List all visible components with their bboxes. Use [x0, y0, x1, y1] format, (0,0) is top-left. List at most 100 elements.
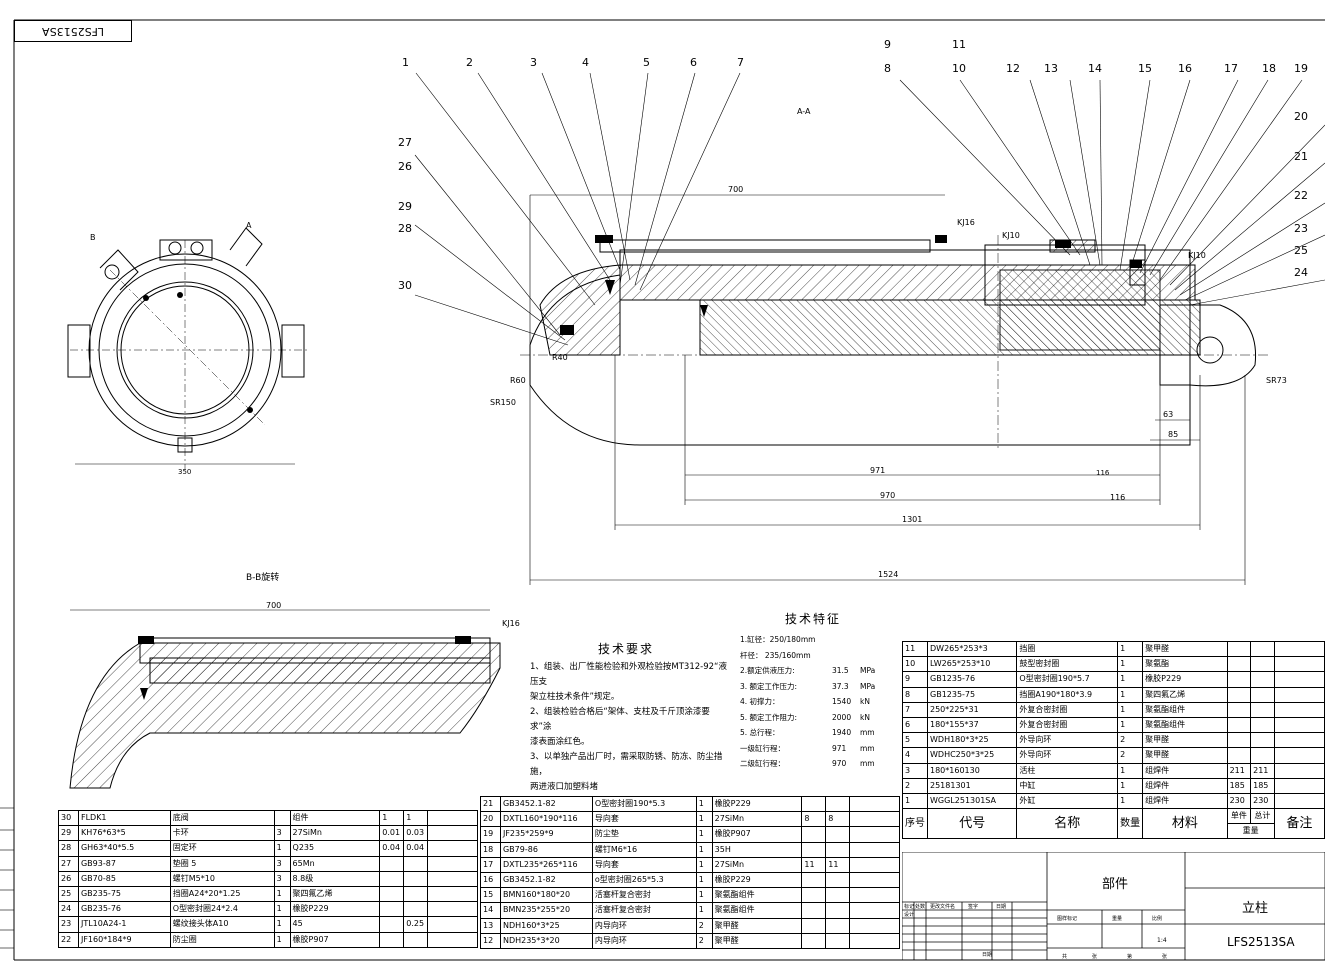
- bom-cell: 185: [1226, 777, 1252, 794]
- bom-cell: 1: [379, 809, 405, 827]
- bom-cell: [427, 901, 478, 918]
- balloon-20: 20: [1294, 110, 1308, 123]
- bom-cell: 聚甲醛: [711, 932, 803, 949]
- main-section-view: 700 971 970 1301 1524 63 85 116 116 R40 …: [414, 72, 1325, 585]
- bom-cell: GB70-85: [77, 870, 171, 887]
- bom-cell: 16: [480, 871, 501, 889]
- svg-text:共: 共: [1062, 953, 1067, 960]
- tech-spec-title: 技术特征: [785, 612, 842, 626]
- bom-cell: [1273, 777, 1325, 794]
- bom-cell: [801, 932, 827, 949]
- radius-r40: R40: [552, 353, 568, 362]
- balloon-3: 3: [530, 56, 537, 69]
- title-code: LFS2513SA: [1227, 935, 1295, 949]
- dim-116b: 116: [1096, 469, 1110, 477]
- balloon-24: 24: [1294, 266, 1308, 279]
- balloon-19: 19: [1294, 62, 1308, 75]
- balloon-5: 5: [643, 56, 650, 69]
- label-kj10-a: KJ10: [1002, 231, 1020, 240]
- hdr-weight: 重量: [1242, 826, 1259, 836]
- bom-cell: 1: [403, 809, 429, 827]
- balloon-14: 14: [1088, 62, 1102, 75]
- bom-cell: 7: [902, 701, 928, 718]
- bom-cell: JF235*259*9: [499, 826, 593, 843]
- bom-cell: DXTL235*265*116: [499, 856, 593, 873]
- bom-cell: GB235-76: [77, 901, 171, 918]
- bom-cell: [849, 917, 900, 934]
- bom-cell: O型密封圈190*5.3: [591, 795, 697, 813]
- tech-req-line: 架立柱技术条件”规定。: [530, 692, 620, 702]
- dim-970: 970: [880, 491, 895, 500]
- bom-cell: 3: [273, 870, 291, 887]
- bom-cell: 3: [273, 855, 291, 872]
- balloon-7: 7: [737, 56, 744, 69]
- bom-cell: [427, 916, 478, 933]
- bom-cell: [849, 871, 900, 889]
- bom-cell: 2: [1117, 732, 1144, 749]
- bom-cell: 2: [902, 777, 928, 794]
- balloon-26: 26: [398, 160, 412, 173]
- bom-cell: [427, 825, 478, 842]
- bom-cell: 1: [695, 811, 713, 828]
- bom-cell: 1: [1117, 762, 1144, 779]
- bom-cell: 1: [902, 792, 928, 810]
- label-kj16-partial: KJ16: [502, 619, 520, 628]
- bom-cell: [427, 885, 478, 903]
- bom-cell: [801, 902, 827, 919]
- bom-cell: 组焊件: [1142, 777, 1228, 794]
- bom-cell: 活柱: [1016, 762, 1119, 779]
- bom-cell: [1226, 671, 1252, 688]
- hdr-remark: 备注: [1273, 808, 1325, 840]
- bom-cell: 8.8级: [289, 870, 381, 887]
- bom-cell: 挡圈A24*20*1.25: [169, 885, 275, 903]
- bom-cell: 17: [480, 856, 501, 873]
- balloon-21: 21: [1294, 150, 1308, 163]
- bom-cell: 导向套: [591, 856, 697, 873]
- bom-cell: 橡胶P229: [711, 795, 803, 813]
- bom-cell: [801, 871, 827, 889]
- bom-cell: 1: [695, 902, 713, 919]
- bom-header-row: 序号 代号 名称 数量 材料 单件总计 重量 备注: [902, 808, 1325, 840]
- bom-cell: [1273, 671, 1325, 688]
- bom-cell: 防尘垫: [591, 826, 697, 843]
- svg-text:张: 张: [1092, 953, 1097, 960]
- bom-cell: 导向套: [591, 811, 697, 828]
- radius-sr73: SR73: [1266, 376, 1287, 385]
- title-scale: 1:4: [1157, 937, 1167, 944]
- hdr-code: 代号: [926, 808, 1018, 840]
- bom-cell: 外缸: [1016, 792, 1119, 810]
- bom-cell: [1250, 747, 1275, 764]
- bom-cell: [1273, 686, 1325, 703]
- bom-cell: GH63*40*5.5: [77, 840, 171, 857]
- bom-cell: 活塞杆复合密封: [591, 902, 697, 919]
- bom-cell: [1250, 640, 1275, 658]
- bom-cell: GB3452.1-82: [499, 795, 593, 813]
- bom-cell: 橡胶P229: [1142, 671, 1228, 688]
- dim-1301: 1301: [902, 515, 922, 524]
- bom-cell: 185: [1250, 777, 1275, 794]
- balloon-6: 6: [690, 56, 697, 69]
- bom-cell: [1250, 671, 1275, 688]
- balloon-11: 11: [952, 38, 966, 51]
- svg-text:重量: 重量: [1112, 915, 1122, 922]
- label-kj16: KJ16: [957, 218, 975, 227]
- bom-cell: 35H: [711, 841, 803, 858]
- bom-cell: 外复合密封圈: [1016, 701, 1119, 718]
- balloon-8: 8: [884, 62, 891, 75]
- bom-cell: FLDK1: [77, 809, 171, 827]
- bom-cell: 250*225*31: [926, 701, 1018, 718]
- bom-cell: [403, 885, 429, 903]
